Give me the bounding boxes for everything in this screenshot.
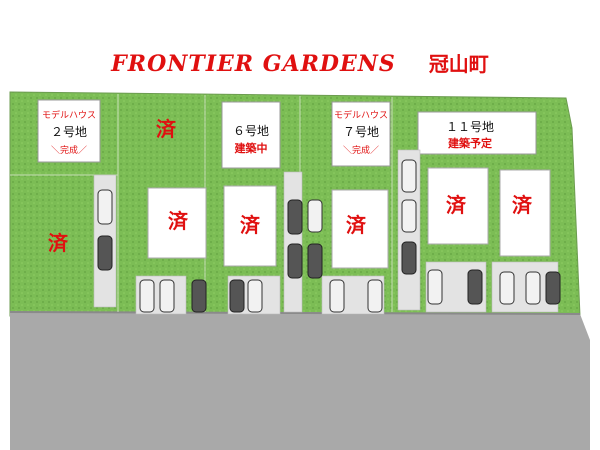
area-name: 冠山町 — [428, 52, 489, 76]
lot11-status: 建築予定 — [448, 136, 492, 150]
house-footprint — [427, 167, 489, 245]
car — [329, 279, 345, 313]
lot6-status: 建築中 — [235, 141, 268, 155]
sold-mark: 済 — [168, 209, 189, 233]
car — [367, 279, 383, 313]
car — [467, 269, 483, 305]
sold-mark: 済 — [512, 193, 533, 217]
lot2-status: ＼完成／ — [51, 144, 87, 156]
sold-mark: 済 — [346, 213, 367, 237]
lot2-box — [37, 99, 101, 163]
car — [307, 243, 323, 279]
lot6-box — [221, 101, 281, 169]
car — [139, 279, 155, 313]
lot11-number: １１号地 — [446, 120, 494, 134]
parked-cars — [97, 159, 561, 313]
house-footprint — [499, 169, 551, 257]
lot6-number: ６号地 — [233, 124, 269, 138]
car — [287, 199, 303, 235]
lot2-number: ２号地 — [51, 125, 87, 139]
car — [97, 235, 113, 271]
car — [401, 159, 417, 193]
car — [499, 271, 515, 305]
lot7-number: ７号地 — [343, 125, 379, 139]
house-footprint — [223, 185, 277, 267]
car — [427, 269, 443, 305]
car — [525, 271, 541, 305]
house-footprint — [331, 189, 389, 269]
house-footprints — [147, 167, 551, 269]
sold-mark: 済 — [446, 193, 467, 217]
car — [401, 199, 417, 233]
sold-mark: 済 — [156, 117, 177, 141]
map-title: FRONTIER GARDENS 冠山町 — [0, 48, 600, 77]
road — [10, 312, 590, 450]
car — [159, 279, 175, 313]
lot2-model-label: モデルハウス — [42, 109, 96, 121]
lot11-box — [417, 111, 537, 155]
car — [287, 243, 303, 279]
lot7-model-label: モデルハウス — [334, 109, 388, 121]
car — [307, 199, 323, 233]
car — [401, 241, 417, 275]
lot7-box — [331, 101, 391, 167]
sold-mark: 済 — [240, 213, 261, 237]
car — [545, 271, 561, 305]
sold-mark: 済 — [48, 231, 69, 255]
car — [229, 279, 245, 313]
car — [97, 189, 113, 225]
lot7-status: ＼完成／ — [343, 144, 379, 156]
car — [191, 279, 207, 313]
brand-name: FRONTIER GARDENS — [111, 51, 396, 77]
house-footprint — [147, 187, 207, 259]
car — [247, 279, 263, 313]
